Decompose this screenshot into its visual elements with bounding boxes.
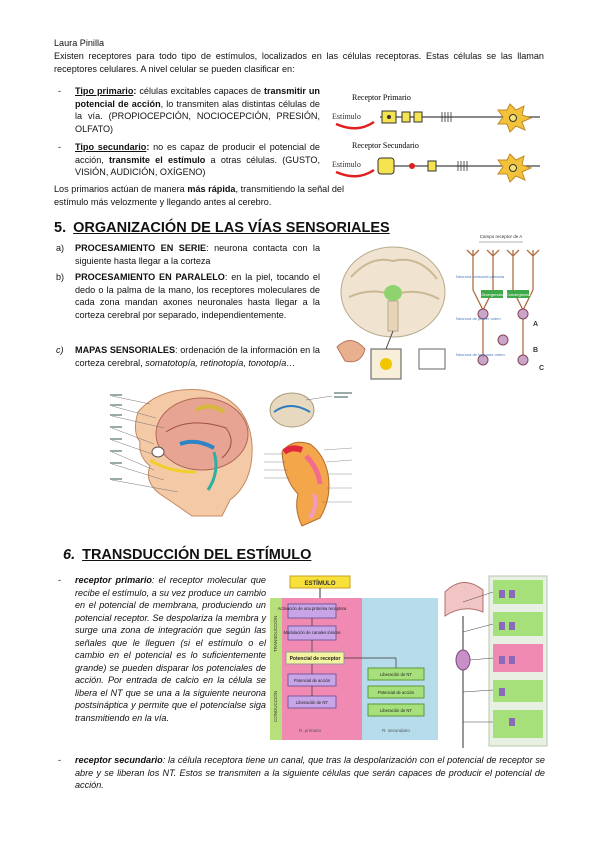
sensory-maps-text: MAPAS SENSORIALES: ordenación de la info… <box>75 344 320 369</box>
homunculus-figure <box>262 390 357 536</box>
primary-receptor-term: receptor primario <box>75 575 152 585</box>
primary-receptor-paragraph: receptor primario: el receptor molecular… <box>75 574 266 725</box>
section-5-number: 5. <box>54 220 67 236</box>
flow-stimulus: ESTÍMULO <box>305 579 336 587</box>
type-primary-text: Tipo primario: células excitables capace… <box>75 86 320 134</box>
flow-right2: Potencial de acción <box>378 690 415 695</box>
parallel-processing-label: PROCESAMIENTO EN PARALELO <box>75 272 225 282</box>
secondary-receptor-term: receptor secundario <box>75 755 163 765</box>
flow-step5: Liberación de NT <box>296 700 328 705</box>
stimulus-label-2: Estímulo <box>332 160 361 169</box>
type-primary-desc-b: , lo transmiten alas distintas células d… <box>75 98 320 134</box>
type-secondary-bold: transmite el estímulo <box>109 154 206 165</box>
summary-a: Los primarios actúan de manera <box>54 184 188 194</box>
flow-step2: Modulación de canales iónicos <box>283 630 340 635</box>
receptor-types-figure: Receptor Primario Estímulo Receptor Secu… <box>332 88 550 188</box>
flow-step3: Potencial de receptor <box>290 656 341 662</box>
summary-b: , transmitiendo la señal del estímulo má… <box>54 184 344 207</box>
list-letter: b) <box>56 272 65 282</box>
section-6-heading: 6. TRANSDUCCIÓN DEL ESTÍMULO <box>63 545 311 565</box>
brain-section-figure <box>331 237 449 385</box>
type-primary-name: Tipo primario <box>75 86 134 96</box>
parallel-processing-text: PROCESAMIENTO EN PARALELO: en la piel, t… <box>75 271 320 321</box>
transduction-flow-diagram: ESTÍMULO TRANSDUCCIÓN CONDUCCIÓN Activac… <box>270 575 438 740</box>
stretch-receptor-illustration <box>444 575 548 748</box>
head-brain-illustration <box>110 388 253 517</box>
flow-step1: Activación de una proteína receptora <box>278 606 347 611</box>
type-primary-desc-a: células excitables capaces de <box>139 86 264 96</box>
receptor-diagram: Receptor Primario Estímulo Receptor Secu… <box>332 93 540 183</box>
divergence-label: Divergencia <box>481 292 503 297</box>
stimulus-label: Estímulo <box>332 112 361 121</box>
list-bullet: - <box>58 86 62 96</box>
flow-right3: Liberación de NT <box>380 708 412 713</box>
flow-step4: Potencial de acción <box>294 678 331 683</box>
summary-bold: más rápida <box>187 184 236 194</box>
serial-processing-label: PROCESAMIENTO EN SERIE <box>75 243 207 253</box>
section-5-title: ORGANIZACIÓN DE LAS VÍAS SENSORIALES <box>73 220 390 236</box>
type-secondary-desc-b: a otras células. (GUSTO, VISIÓN, AUDICIÓ… <box>75 154 321 178</box>
list-bullet: - <box>58 575 62 585</box>
flow-foot-primary: R. primario <box>299 728 322 733</box>
section-6-number: 6. <box>63 547 76 563</box>
author-name: Laura Pinilla <box>54 38 105 48</box>
secondary-receptor-label: Receptor Secundario <box>352 141 419 150</box>
sensory-maps-label: MAPAS SENSORIALES <box>75 345 176 355</box>
serial-processing-text: PROCESAMIENTO EN SERIE: neurona contacta… <box>75 242 320 267</box>
list-letter: a) <box>56 243 65 253</box>
section-6-title: TRANSDUCCIÓN DEL ESTÍMULO <box>82 547 312 563</box>
label-b: B <box>533 347 538 354</box>
stretch-receptor-figure <box>443 572 551 750</box>
label-primary-sensory: Neurona sensorial primaria <box>456 274 505 279</box>
list-bullet: - <box>58 755 62 765</box>
primary-receptor-label: Receptor Primario <box>352 93 411 102</box>
label-second-order: Neurona de segundo orden <box>456 352 505 357</box>
flow-side-conduction: CONDUCCIÓN <box>272 691 278 722</box>
homunculus-illustration <box>264 392 353 527</box>
intro-paragraph: Existen receptores para todo tipo de est… <box>54 51 544 74</box>
primary-receptor-desc: : el receptor molecular que recibe el es… <box>75 575 266 724</box>
parallel-processing-figure: Campo receptor de A Divergencia Converge… <box>451 230 551 380</box>
flow-side-transduction: TRANSDUCCIÓN <box>272 616 278 652</box>
section-5-heading: 5. ORGANIZACIÓN DE LAS VÍAS SENSORIALES <box>54 218 390 238</box>
type-secondary-desc-a: no es capaz de producir el potencial de … <box>75 142 320 165</box>
type-primary-bold: transmitir un potencial de acción <box>75 86 320 109</box>
flow-foot-secondary: R. secundario <box>382 728 410 733</box>
parallel-processing-desc: : en la piel, tocando el dedo o la palma… <box>75 272 320 320</box>
diagram-top-label: Campo receptor de A <box>480 234 523 239</box>
label-a: A <box>533 321 538 328</box>
list-bullet: - <box>58 142 62 152</box>
list-letter: c) <box>56 345 64 355</box>
convergence-label: Convergencia <box>506 292 531 297</box>
label-first-order: Neurona de primer orden <box>456 316 501 321</box>
serial-processing-desc: : neurona contacta con la siguiente hast… <box>75 243 320 266</box>
summary-paragraph: Los primarios actúan de manera más rápid… <box>54 183 344 208</box>
transduction-flow-figure: ESTÍMULO TRANSDUCCIÓN CONDUCCIÓN Activac… <box>270 572 438 750</box>
head-brain-figure <box>110 382 260 520</box>
sensory-maps-italic: somatotopía, retinotopía, tonotopía… <box>145 357 296 368</box>
sensory-maps-desc: : ordenación de la información en la cor… <box>75 345 320 368</box>
parallel-processing-diagram: Campo receptor de A Divergencia Converge… <box>456 234 544 372</box>
secondary-receptor-desc: : la célula receptora tiene un canal, qu… <box>75 755 545 791</box>
type-secondary-text: Tipo secundario: no es capaz de producir… <box>75 142 321 178</box>
type-secondary-name: Tipo secundario <box>75 142 147 152</box>
secondary-receptor-paragraph: receptor secundario: la célula receptora… <box>75 754 545 792</box>
label-c: C <box>539 365 544 372</box>
brain-section-illustration <box>336 246 446 380</box>
flow-right1: Liberación de NT <box>380 672 412 677</box>
